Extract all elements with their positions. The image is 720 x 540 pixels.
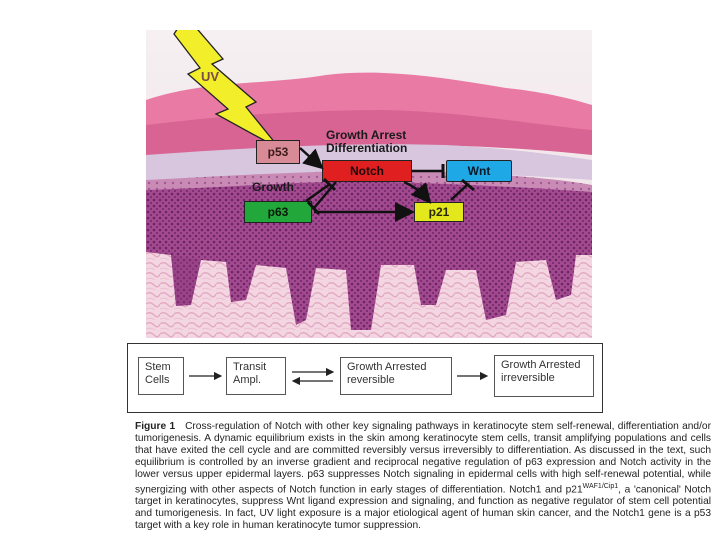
caption-superscript: WAF1/Cip1 [582,482,619,490]
p21-inhibits-wnt [450,183,469,201]
p53-to-notch-arrow [299,147,324,170]
caption-text-part1: Cross-regulation of Notch with other key… [135,421,711,495]
irreversible-line1: Growth Arrested [501,359,581,371]
uv-label: UV [201,69,220,84]
stem-line1: Stem [145,361,171,373]
flow-arrows [189,367,489,386]
p53-box: p53 [256,140,300,164]
figure-label: Figure 1 [135,421,176,432]
reversible-line1: Growth Arrested [347,361,427,373]
growth-arrested-irreversible-box: Growth Arrested irreversible [494,355,594,397]
caption-text-part2: , a 'canonical' Notch target in keratino… [135,483,711,531]
uv-lightning-icon [173,30,281,150]
growth-arrest-line2: Differentiation [326,141,408,155]
p63-inhibits-notch [305,182,331,203]
transit-line1: Transit [233,361,267,373]
p63-box: p63 [244,201,312,223]
notch-inhibits-p63 [313,181,337,209]
growth-arrested-reversible-box: Growth Arrested reversible [340,357,452,395]
p21-box: p21 [414,202,464,222]
stem-cells-box: Stem Cells [138,357,184,395]
growth-label: Growth [252,180,294,194]
growth-arrest-label: Growth Arrest Differentiation [326,129,407,155]
wnt-box: Wnt [446,160,512,182]
notch-to-p21-arrow [403,180,432,204]
pathway-arrows [299,147,475,222]
transit-ampl-box: Transit Ampl. [226,357,286,395]
differentiation-flow-diagram: Stem Cells Transit Ampl. Growth Arrested… [127,343,603,413]
notch-box: Notch [322,160,412,182]
growth-arrest-line1: Growth Arrest [326,128,407,142]
figure-caption: Figure 1 Cross-regulation of Notch with … [135,421,711,532]
histology-image: UV p53 Growth Arrest Differentiation Not… [146,30,592,338]
transit-line2: Ampl. [233,374,262,386]
stem-line2: Cells [145,374,170,386]
reversible-line2: reversible [347,374,395,386]
irreversible-line2: irreversible [501,372,555,384]
